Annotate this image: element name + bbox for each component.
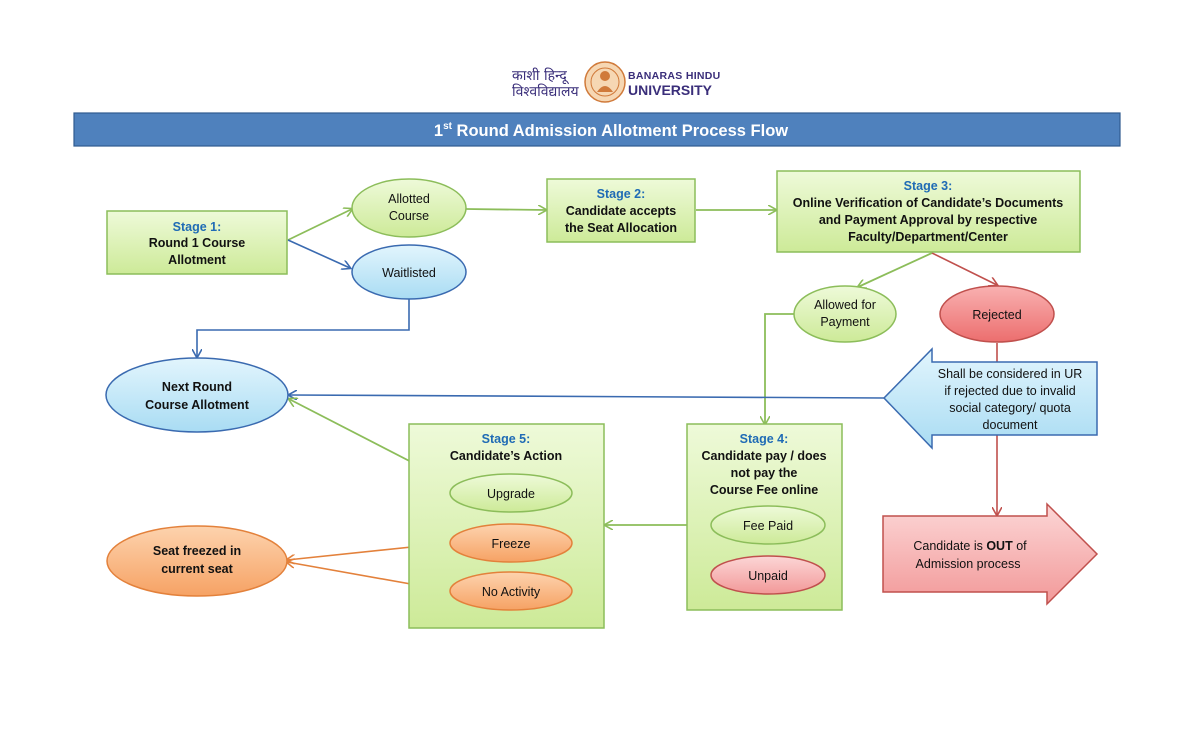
allotted-course-node: Allotted Course <box>351 178 467 238</box>
no-activity-option: No Activity <box>449 571 573 611</box>
title-bar: 1st Round Admission Allotment Process Fl… <box>73 112 1121 147</box>
out-line1: Candidate is OUT of <box>913 539 1027 553</box>
ur-line4: document <box>983 418 1038 432</box>
freeze-label: Freeze <box>492 537 531 551</box>
stage4-line1: Candidate pay / does <box>701 449 826 463</box>
arrow-stage1-allotted <box>287 209 352 241</box>
next-round-line1: Next Round <box>162 380 232 394</box>
stage4-label: Stage 4: <box>740 432 789 446</box>
arrow-stage3-allowed <box>858 252 933 287</box>
university-emblem-icon <box>584 61 626 103</box>
arrow-allotted-stage2 <box>465 209 546 210</box>
allowed-for-payment-node: Allowed for Payment <box>793 285 897 343</box>
unpaid-label: Unpaid <box>748 569 788 583</box>
seat-freezed-line1: Seat freezed in <box>153 544 241 558</box>
allowed-line2: Payment <box>820 315 870 329</box>
rejected-label: Rejected <box>972 308 1021 322</box>
allotted-line1: Allotted <box>388 192 430 206</box>
logo-hindi-line2: विश्वविद्यालय <box>512 83 579 100</box>
stage5-line1: Candidate’s Action <box>450 449 562 463</box>
stage1-line1: Round 1 Course <box>149 236 246 250</box>
stage2-box: Stage 2: Candidate accepts the Seat Allo… <box>546 178 696 243</box>
stage2-label: Stage 2: <box>597 187 646 201</box>
logo-english-line2: UNIVERSITY <box>628 82 713 98</box>
next-round-node: Next Round Course Allotment <box>105 357 289 433</box>
no-activity-label: No Activity <box>482 585 541 599</box>
page-title: 1st Round Admission Allotment Process Fl… <box>434 121 788 140</box>
stage1-label: Stage 1: <box>173 220 222 234</box>
arrow-stage3-rejected <box>931 252 997 285</box>
stage1-box: Stage 1: Round 1 Course Allotment <box>106 210 288 275</box>
logo-english-line1: BANARAS HINDU <box>628 70 721 82</box>
stage3-line1: Online Verification of Candidate’s Docum… <box>793 196 1063 210</box>
fee-paid-label: Fee Paid <box>743 519 793 533</box>
stage2-line2: the Seat Allocation <box>565 221 677 235</box>
next-round-line2: Course Allotment <box>145 398 250 412</box>
stage3-line2: and Payment Approval by respective <box>819 213 1037 227</box>
unpaid-option: Unpaid <box>710 555 826 595</box>
logo-hindi-line1: काशी हिन्दू <box>512 67 569 85</box>
stage3-line3: Faculty/Department/Center <box>848 230 1008 244</box>
seat-freezed-node: Seat freezed in current seat <box>106 525 288 597</box>
stage1-line2: Allotment <box>168 253 226 267</box>
upgrade-option: Upgrade <box>449 473 573 513</box>
upgrade-label: Upgrade <box>487 487 535 501</box>
stage4-line3: Course Fee online <box>710 483 818 497</box>
seat-freezed-line2: current seat <box>161 562 233 576</box>
university-logo: काशी हिन्दू विश्वविद्यालय BANARAS HINDU … <box>512 61 721 103</box>
stage5-label: Stage 5: <box>482 432 531 446</box>
waitlisted-label: Waitlisted <box>382 266 436 280</box>
arrow-stage1-waitlisted <box>287 239 350 268</box>
arrow-waitlisted-nextround <box>197 299 410 357</box>
rejected-node: Rejected <box>939 285 1055 343</box>
out-of-process-node: Candidate is OUT of Admission process <box>882 502 1099 606</box>
ur-line3: social category/ quota <box>949 401 1071 415</box>
ur-line2: if rejected due to invalid <box>944 384 1075 398</box>
waitlisted-node: Waitlisted <box>351 244 467 300</box>
stage3-label: Stage 3: <box>904 179 953 193</box>
arrow-allowed-stage4 <box>765 313 795 424</box>
stage2-line1: Candidate accepts <box>566 204 677 218</box>
freeze-option: Freeze <box>449 523 573 563</box>
allotted-line2: Course <box>389 209 429 223</box>
fee-paid-option: Fee Paid <box>710 505 826 545</box>
allowed-line1: Allowed for <box>814 298 876 312</box>
arrow-ur-nextround <box>289 395 885 398</box>
ur-consideration-note: Shall be considered in UR if rejected du… <box>882 347 1098 450</box>
out-line2: Admission process <box>916 557 1021 571</box>
stage4-line2: not pay the <box>731 466 798 480</box>
ur-line1: Shall be considered in UR <box>938 367 1083 381</box>
stage3-box: Stage 3: Online Verification of Candidat… <box>776 170 1081 253</box>
